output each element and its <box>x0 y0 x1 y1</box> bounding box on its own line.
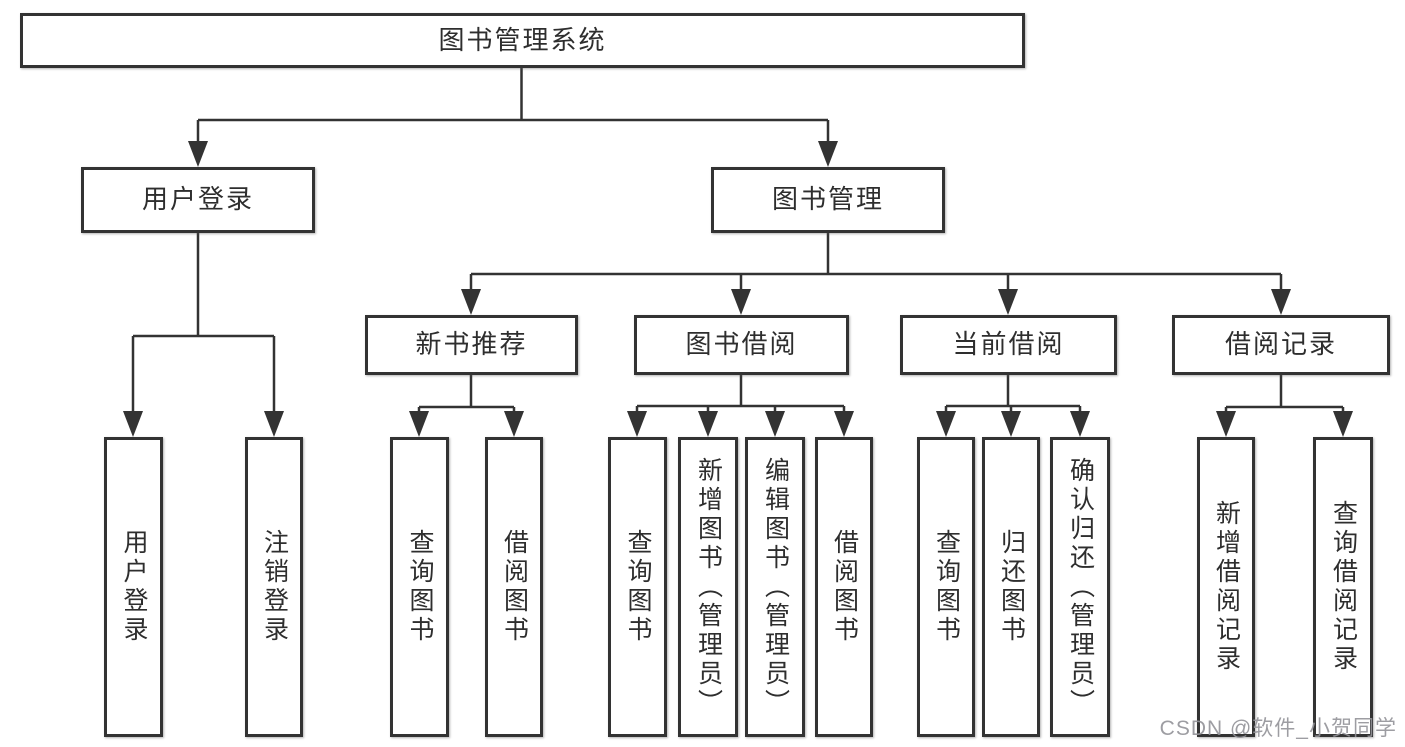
node-leaf-borrow-books-2: 借阅图书 <box>815 437 873 737</box>
node-leaf-add-book-admin: 新增图书（管理员） <box>678 437 738 737</box>
csdn-watermark: CSDN @软件_小贺同学 <box>1159 717 1397 740</box>
node-leaf-query-books: 查询图书 <box>390 437 449 737</box>
node-leaf-user-login: 用户登录 <box>104 437 163 737</box>
node-leaf-return-book: 归还图书 <box>982 437 1040 737</box>
node-leaf-edit-book-admin: 编辑图书（管理员） <box>745 437 805 737</box>
node-book-borrowing: 图书借阅 <box>634 315 849 375</box>
node-leaf-query-books-3: 查询图书 <box>917 437 975 737</box>
node-current-borrowing: 当前借阅 <box>900 315 1117 375</box>
node-leaf-confirm-return-admin: 确认归还（管理员） <box>1050 437 1110 737</box>
node-book-management: 图书管理 <box>711 167 945 233</box>
node-user-login: 用户登录 <box>81 167 315 233</box>
node-leaf-borrow-books: 借阅图书 <box>485 437 543 737</box>
arrowheads <box>123 141 1353 437</box>
node-leaf-query-books-2: 查询图书 <box>608 437 667 737</box>
node-leaf-add-borrow-record: 新增借阅记录 <box>1197 437 1255 737</box>
node-leaf-query-borrow-record: 查询借阅记录 <box>1313 437 1373 737</box>
node-new-book-recommend: 新书推荐 <box>365 315 578 375</box>
node-library-system: 图书管理系统 <box>20 13 1025 68</box>
node-leaf-logout: 注销登录 <box>245 437 303 737</box>
node-borrowing-records: 借阅记录 <box>1172 315 1390 375</box>
